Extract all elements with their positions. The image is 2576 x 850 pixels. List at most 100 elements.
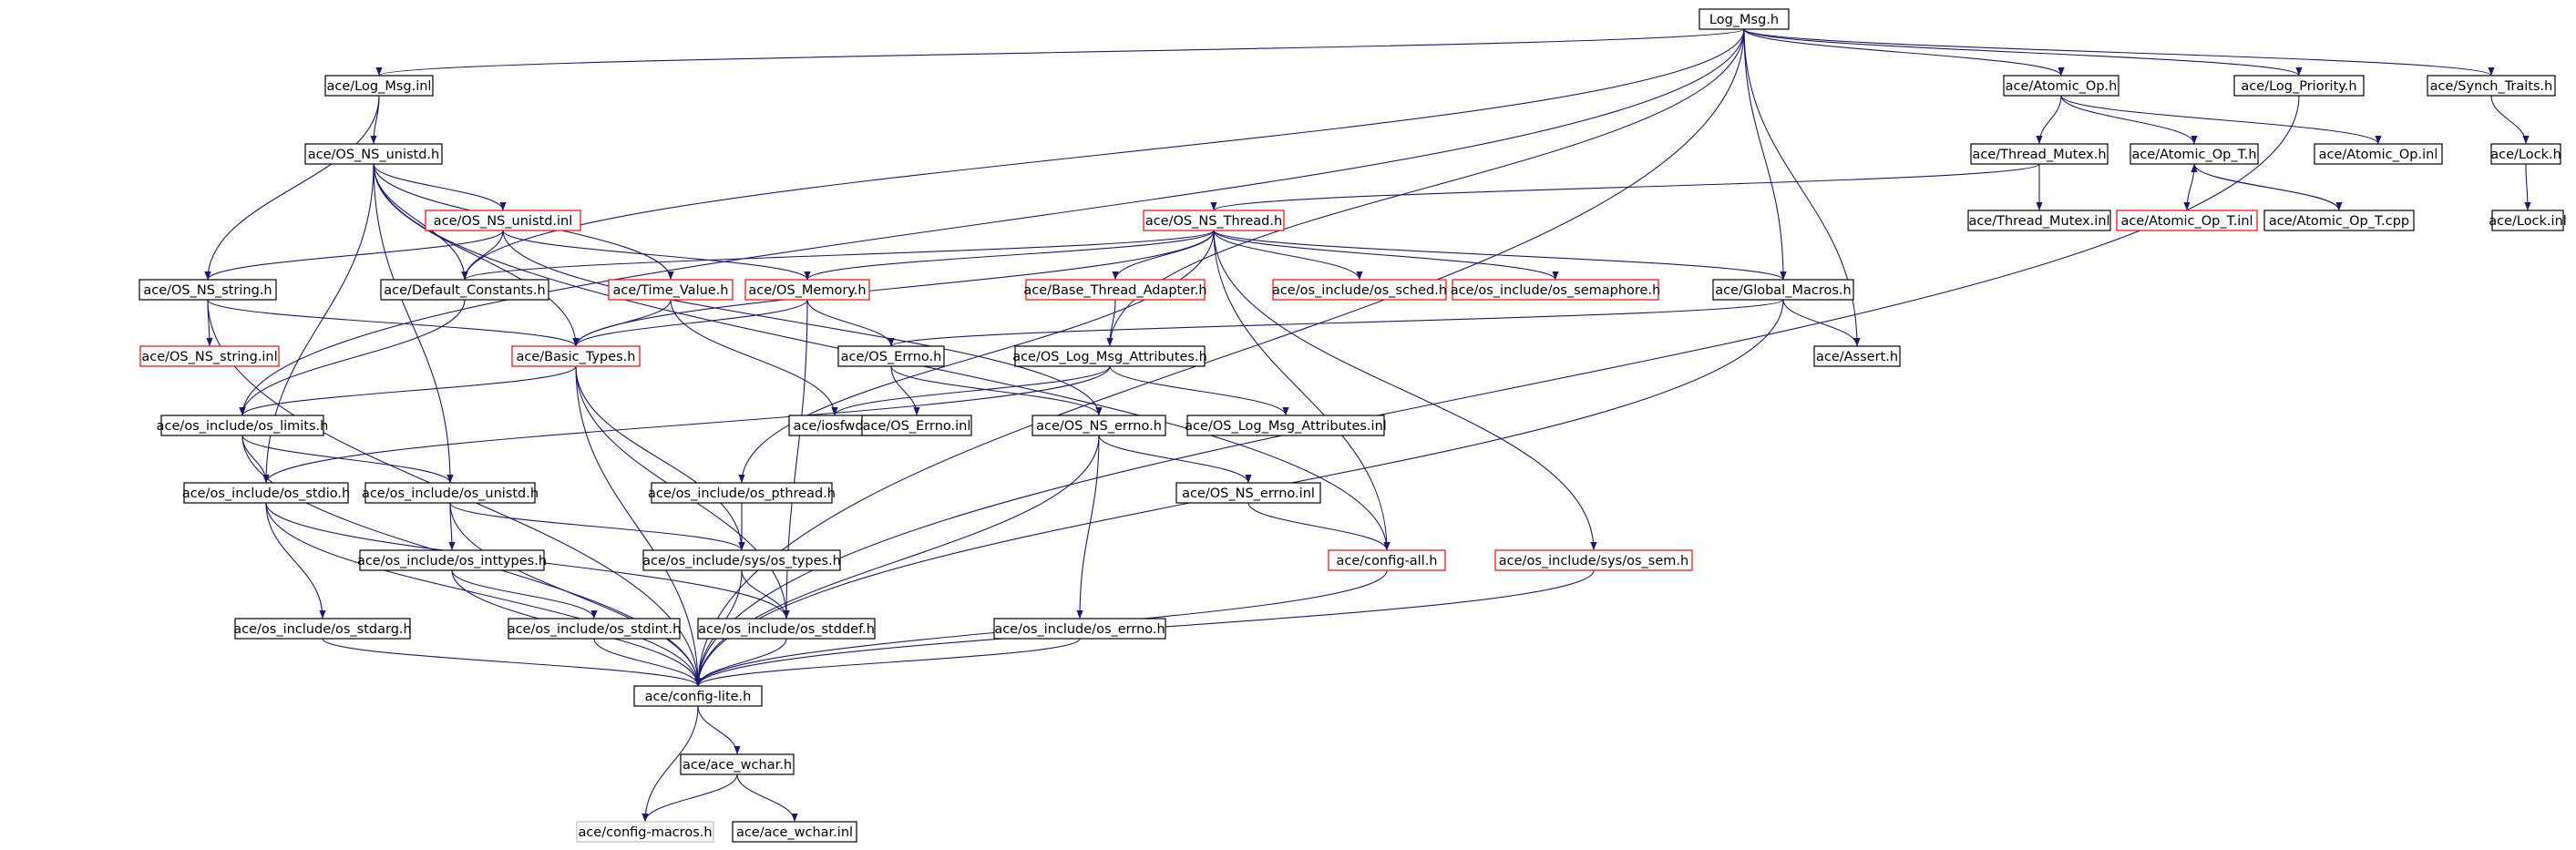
node-box[interactable]: [139, 345, 280, 367]
node-sys_os_sem_h[interactable]: ace/os_include/sys/os_sem.h: [1494, 549, 1693, 571]
node-ace_wchar_inl[interactable]: ace/ace_wchar.inl: [732, 821, 857, 843]
node-box[interactable]: [1967, 210, 2111, 231]
node-box[interactable]: [1813, 345, 1901, 367]
node-os_stdio_h[interactable]: ace/os_include/os_stdio.h: [182, 482, 350, 504]
node-os_errno_h[interactable]: ace/OS_Errno.h: [837, 345, 945, 367]
node-box[interactable]: [1025, 279, 1206, 301]
node-os_sched_h[interactable]: ace/os_include/os_sched.h: [1272, 279, 1447, 301]
node-box[interactable]: [2130, 143, 2259, 165]
node-box[interactable]: [234, 618, 411, 640]
node-box[interactable]: [1186, 415, 1385, 436]
node-box[interactable]: [2263, 210, 2415, 231]
node-box[interactable]: [1175, 482, 1321, 504]
node-lock_h[interactable]: ace/Lock.h: [2490, 143, 2561, 165]
node-os_ns_unistd_inl[interactable]: ace/OS_NS_unistd.inl: [425, 210, 581, 231]
node-atomic_op_inl[interactable]: ace/Atomic_Op.inl: [2314, 143, 2443, 165]
node-box[interactable]: [2116, 210, 2258, 231]
node-box[interactable]: [183, 482, 349, 504]
node-assert_h[interactable]: ace/Assert.h: [1813, 345, 1901, 367]
node-os_log_msg_attributes_inl[interactable]: ace/OS_Log_Msg_Attributes.inl: [1185, 415, 1387, 436]
node-box[interactable]: [160, 415, 324, 436]
node-lock_inl[interactable]: ace/Lock.inl: [2489, 210, 2567, 231]
node-box[interactable]: [2491, 210, 2564, 231]
node-os_stdint_h[interactable]: ace/os_include/os_stdint.h: [508, 618, 682, 640]
node-box[interactable]: [324, 75, 434, 97]
node-default_constants_h[interactable]: ace/Default_Constants.h: [380, 279, 549, 301]
node-box[interactable]: [642, 549, 841, 571]
node-sys_os_types_h[interactable]: ace/os_include/sys/os_types.h: [642, 549, 841, 571]
node-os_memory_h[interactable]: ace/OS_Memory.h: [744, 279, 870, 301]
node-box[interactable]: [576, 821, 714, 843]
node-box[interactable]: [508, 618, 681, 640]
node-atomic_op_t_cpp[interactable]: ace/Atomic_Op_T.cpp: [2263, 210, 2415, 231]
node-os_ns_errno_h[interactable]: ace/OS_NS_errno.h: [1031, 415, 1166, 436]
node-os_ns_unistd_h[interactable]: ace/OS_NS_unistd.h: [304, 143, 443, 165]
node-global_macros_h[interactable]: ace/Global_Macros.h: [1712, 279, 1854, 301]
node-box[interactable]: [1031, 415, 1166, 436]
node-os_inttypes_h[interactable]: ace/os_include/os_inttypes.h: [357, 549, 547, 571]
node-thread_mutex_h[interactable]: ace/Thread_Mutex.h: [1970, 143, 2109, 165]
node-box[interactable]: [608, 279, 734, 301]
node-basic_types_h[interactable]: ace/Basic_Types.h: [511, 345, 641, 367]
node-box[interactable]: [364, 482, 536, 504]
node-config_macros_h[interactable]: ace/config-macros.h: [576, 821, 714, 843]
node-os_ns_errno_inl[interactable]: ace/OS_NS_errno.inl: [1175, 482, 1321, 504]
node-box[interactable]: [633, 685, 763, 707]
node-atomic_op_t_h[interactable]: ace/Atomic_Op_T.h: [2130, 143, 2259, 165]
node-box[interactable]: [744, 279, 870, 301]
node-time_value_h[interactable]: ace/Time_Value.h: [608, 279, 734, 301]
node-box[interactable]: [1494, 549, 1693, 571]
node-box[interactable]: [139, 279, 277, 301]
node-base_thread_adapter_h[interactable]: ace/Base_Thread_Adapter.h: [1023, 279, 1207, 301]
node-os_ns_string_inl[interactable]: ace/OS_NS_string.inl: [139, 345, 280, 367]
node-os_log_msg_attributes_h[interactable]: ace/OS_Log_Msg_Attributes.h: [1012, 345, 1207, 367]
node-log_msg_inl[interactable]: ace/Log_Msg.inl: [324, 75, 434, 97]
node-box[interactable]: [2427, 75, 2556, 97]
node-box[interactable]: [861, 415, 972, 436]
node-os_stdarg_h[interactable]: ace/os_include/os_stdarg.h: [233, 618, 412, 640]
node-box[interactable]: [511, 345, 641, 367]
node-box[interactable]: [680, 753, 795, 775]
node-box[interactable]: [1452, 279, 1659, 301]
node-box[interactable]: [837, 345, 945, 367]
node-box[interactable]: [1712, 279, 1854, 301]
node-box[interactable]: [2233, 75, 2365, 97]
node-atomic_op_t_inl[interactable]: ace/Atomic_Op_T.inl: [2116, 210, 2258, 231]
node-ace_wchar_h[interactable]: ace/ace_wchar.h: [680, 753, 795, 775]
node-os_ns_string_h[interactable]: ace/OS_NS_string.h: [139, 279, 277, 301]
node-os_ns_thread_h[interactable]: ace/OS_NS_Thread.h: [1143, 210, 1285, 231]
node-os_errno_h_inc[interactable]: ace/os_include/os_errno.h: [993, 618, 1166, 640]
node-box[interactable]: [2314, 143, 2443, 165]
node-os_limits_h[interactable]: ace/os_include/os_limits.h: [157, 415, 329, 436]
node-log_msg_h[interactable]: Log_Msg.h: [1699, 8, 1790, 30]
node-os_stddef_h[interactable]: ace/os_include/os_stddef.h: [697, 618, 876, 640]
node-os_errno_inl[interactable]: ace/OS_Errno.inl: [861, 415, 972, 436]
node-box[interactable]: [1272, 279, 1447, 301]
node-box[interactable]: [380, 279, 549, 301]
node-box[interactable]: [2490, 143, 2561, 165]
node-os_pthread_h[interactable]: ace/os_include/os_pthread.h: [648, 482, 836, 504]
node-config_lite_h[interactable]: ace/config-lite.h: [633, 685, 763, 707]
node-box[interactable]: [1970, 143, 2109, 165]
node-box[interactable]: [732, 821, 857, 843]
node-box[interactable]: [651, 482, 833, 504]
node-box[interactable]: [2003, 75, 2119, 97]
node-os_unistd_h[interactable]: ace/os_include/os_unistd.h: [362, 482, 539, 504]
node-thread_mutex_inl[interactable]: ace/Thread_Mutex.inl: [1967, 210, 2111, 231]
node-box[interactable]: [304, 143, 443, 165]
node-log_priority_h[interactable]: ace/Log_Priority.h: [2233, 75, 2365, 97]
node-config_all_h[interactable]: ace/config-all.h: [1328, 549, 1446, 571]
node-iosfwd_h[interactable]: ace/iosfwd.h: [788, 415, 881, 436]
edge-os_ns_errno_h-to-os_ns_errno_inl: [1098, 435, 1252, 484]
node-box[interactable]: [1143, 210, 1285, 231]
node-box[interactable]: [697, 618, 876, 640]
node-box[interactable]: [1699, 8, 1790, 30]
node-synch_traits_h[interactable]: ace/Synch_Traits.h: [2427, 75, 2556, 97]
node-os_semaphore_h[interactable]: ace/os_include/os_semaphore.h: [1451, 279, 1661, 301]
node-box[interactable]: [1014, 345, 1206, 367]
node-atomic_op_h[interactable]: ace/Atomic_Op.h: [2003, 75, 2119, 97]
node-box[interactable]: [425, 210, 581, 231]
node-box[interactable]: [993, 618, 1166, 640]
node-box[interactable]: [1328, 549, 1446, 571]
node-box[interactable]: [359, 549, 545, 571]
